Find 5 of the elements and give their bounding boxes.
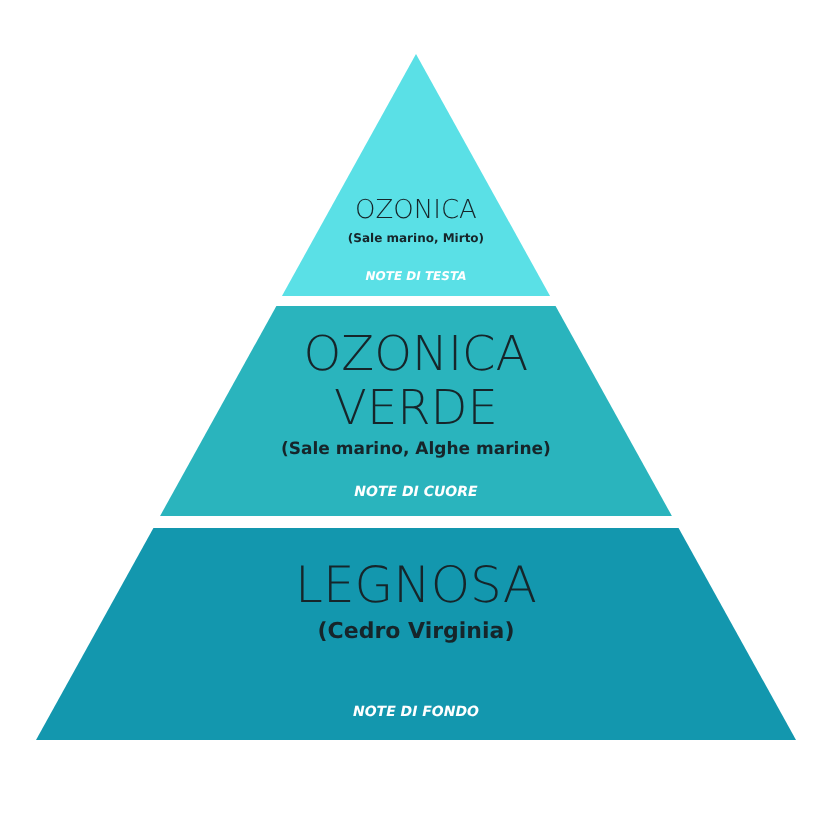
tier-title: OZONICA <box>355 197 477 226</box>
tier-title: OZONICA VERDE <box>301 328 531 434</box>
tier-ingredients: (Cedro Virginia) <box>317 618 515 644</box>
tier-ingredients: (Sale marino, Alghe marine) <box>281 440 551 460</box>
tier-title: LEGNOSA <box>295 557 537 612</box>
